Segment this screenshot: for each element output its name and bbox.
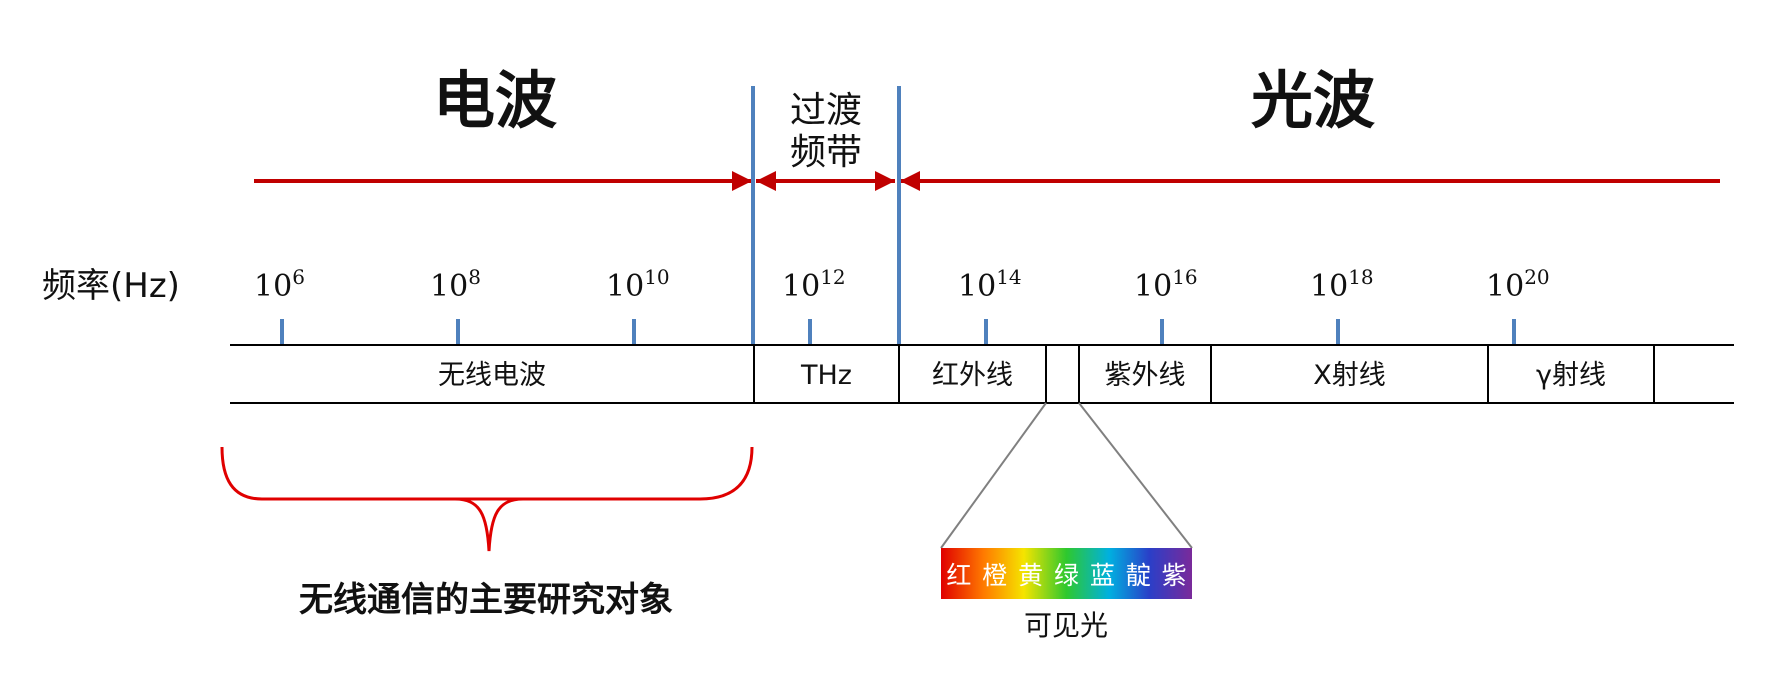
tick-label-base: 10 bbox=[1486, 269, 1524, 304]
visible-light-color-5: 靛 bbox=[1126, 561, 1151, 590]
band-label-5: X射线 bbox=[1313, 360, 1386, 391]
tick-label-base: 10 bbox=[606, 269, 644, 304]
visible-light-color-6: 紫 bbox=[1162, 561, 1187, 590]
visible-light-color-4: 蓝 bbox=[1090, 561, 1115, 590]
visible-light-color-2: 黄 bbox=[1018, 561, 1043, 590]
frequency-tick-marks bbox=[280, 319, 1516, 345]
tick-label-exponent: 8 bbox=[468, 265, 481, 289]
transition-band-heading-line1: 过渡 bbox=[790, 90, 862, 131]
tick-label-2: 1010 bbox=[606, 265, 670, 304]
tick-label-base: 10 bbox=[1134, 269, 1172, 304]
band-dividers bbox=[753, 345, 1655, 403]
light-wave-heading: 光波 bbox=[1251, 64, 1375, 137]
band-label-6: γ射线 bbox=[1536, 360, 1606, 391]
tick-label-exponent: 18 bbox=[1348, 265, 1373, 289]
band-label-1: THz bbox=[800, 360, 852, 391]
visible-light-connector-right bbox=[1078, 402, 1193, 549]
tick-label-base: 10 bbox=[958, 269, 996, 304]
radio-wave-heading: 电波 bbox=[433, 64, 557, 137]
tick-label-exponent: 10 bbox=[644, 265, 669, 289]
visible-light-color-3: 绿 bbox=[1054, 561, 1079, 590]
transition-band-heading-line2: 频带 bbox=[790, 132, 862, 173]
tick-label-6: 1018 bbox=[1310, 265, 1374, 304]
research-focus-brace-point bbox=[454, 497, 524, 552]
visible-light-connector-left bbox=[940, 402, 1047, 549]
tick-label-5: 1016 bbox=[1134, 265, 1198, 304]
tick-label-exponent: 12 bbox=[820, 265, 845, 289]
tick-label-base: 10 bbox=[430, 269, 468, 304]
tick-label-exponent: 14 bbox=[996, 265, 1021, 289]
band-label-4: 紫外线 bbox=[1105, 360, 1186, 391]
tick-label-base: 10 bbox=[1310, 269, 1348, 304]
research-focus-caption: 无线通信的主要研究对象 bbox=[299, 580, 673, 620]
tick-label-3: 1012 bbox=[782, 265, 846, 304]
visible-light-spectrum-bar bbox=[941, 548, 1192, 599]
research-focus-brace bbox=[220, 446, 754, 501]
tick-label-exponent: 6 bbox=[292, 265, 305, 289]
visible-light-color-names: 红橙黄绿蓝靛紫 bbox=[946, 561, 1186, 590]
band-label-0: 无线电波 bbox=[438, 360, 546, 391]
tick-label-4: 1014 bbox=[958, 265, 1022, 304]
tick-label-0: 106 bbox=[254, 265, 305, 304]
tick-label-base: 10 bbox=[782, 269, 820, 304]
visible-light-color-0: 红 bbox=[946, 561, 971, 590]
visible-light-color-1: 橙 bbox=[982, 561, 1007, 590]
tick-label-base: 10 bbox=[254, 269, 292, 304]
tick-label-7: 1020 bbox=[1486, 265, 1550, 304]
tick-label-exponent: 20 bbox=[1524, 265, 1549, 289]
band-label-2: 红外线 bbox=[932, 360, 1013, 391]
visible-light-caption: 可见光 bbox=[1024, 609, 1108, 642]
frequency-axis-label: 频率(Hz) bbox=[42, 266, 180, 306]
tick-label-exponent: 16 bbox=[1172, 265, 1197, 289]
band-labels: 无线电波 THz 红外线 紫外线 X射线 γ射线 bbox=[438, 360, 1606, 391]
tick-label-1: 108 bbox=[430, 265, 481, 304]
